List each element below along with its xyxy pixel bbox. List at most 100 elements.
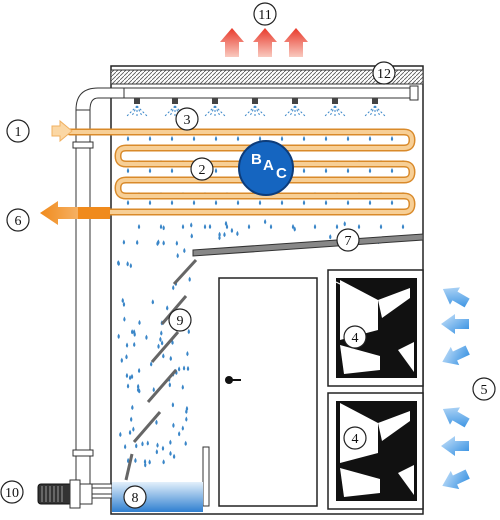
water-drop bbox=[335, 224, 339, 230]
svg-text:2: 2 bbox=[199, 163, 206, 178]
water-drop bbox=[126, 136, 130, 142]
water-drop bbox=[230, 227, 234, 233]
water-drop bbox=[293, 226, 296, 232]
water-drop bbox=[125, 372, 129, 379]
water-drop bbox=[143, 458, 147, 465]
water-drop bbox=[129, 263, 133, 269]
svg-text:3: 3 bbox=[184, 113, 191, 128]
air-intake-arrow bbox=[441, 314, 469, 334]
spray-header-pipe bbox=[123, 87, 417, 99]
water-drop bbox=[218, 231, 221, 237]
spray-nozzle bbox=[324, 98, 346, 117]
water-drop bbox=[123, 316, 126, 322]
water-drop bbox=[168, 382, 172, 388]
water-drop bbox=[125, 342, 129, 348]
water-drop bbox=[145, 334, 148, 340]
water-drop bbox=[185, 405, 189, 412]
water-drop bbox=[130, 329, 134, 335]
water-drop bbox=[203, 224, 207, 230]
water-drop bbox=[126, 383, 130, 389]
water-drop bbox=[346, 136, 350, 142]
exhaust-arrows bbox=[220, 28, 308, 57]
callout-9: 9 bbox=[168, 308, 192, 332]
water-drop bbox=[169, 450, 172, 456]
callout-4-lower: 4 bbox=[343, 426, 367, 450]
water-drop bbox=[181, 384, 184, 390]
svg-text:4: 4 bbox=[352, 432, 359, 447]
water-drop bbox=[126, 168, 130, 174]
water-drop bbox=[129, 416, 133, 422]
air-intake-arrow bbox=[442, 287, 470, 308]
water-drop bbox=[188, 276, 191, 282]
water-drop bbox=[170, 200, 174, 206]
air-intake-arrow bbox=[441, 436, 469, 456]
water-drop bbox=[123, 444, 127, 450]
water-drop bbox=[247, 224, 251, 230]
svg-text:5: 5 bbox=[481, 383, 488, 398]
water-drop bbox=[135, 239, 139, 245]
spray-nozzle bbox=[244, 98, 266, 117]
water-drop bbox=[155, 419, 158, 425]
water-drop bbox=[190, 222, 193, 228]
water-drop bbox=[368, 168, 372, 174]
water-drop bbox=[280, 200, 284, 206]
water-drop bbox=[346, 168, 350, 174]
access-door bbox=[218, 277, 318, 507]
water-drop bbox=[152, 386, 155, 393]
water-drop bbox=[190, 233, 193, 239]
bac-logo: B A C bbox=[238, 140, 294, 196]
water-drop bbox=[165, 305, 169, 311]
water-drop bbox=[236, 200, 240, 206]
water-drop bbox=[357, 224, 361, 230]
fan-lower bbox=[327, 392, 424, 510]
heat-exchange-coil bbox=[56, 128, 416, 216]
svg-text:11: 11 bbox=[258, 8, 271, 23]
water-drop bbox=[302, 136, 306, 142]
callout-3: 3 bbox=[175, 107, 199, 131]
water-drop bbox=[182, 365, 186, 371]
water-drop bbox=[130, 373, 134, 380]
water-drop bbox=[169, 355, 172, 361]
air-intake-arrow bbox=[442, 407, 470, 428]
water-drop bbox=[214, 200, 218, 206]
water-drop bbox=[157, 239, 160, 245]
callout-11: 11 bbox=[253, 2, 277, 26]
water-drop bbox=[162, 240, 165, 246]
water-drop bbox=[161, 445, 165, 451]
inlet-arrow bbox=[51, 119, 73, 143]
spray-nozzles bbox=[126, 98, 386, 117]
spray-nozzle bbox=[126, 98, 148, 117]
water-drop bbox=[346, 200, 350, 206]
water-drop bbox=[156, 442, 159, 448]
water-drop bbox=[172, 285, 175, 291]
water-drop bbox=[132, 426, 135, 432]
water-drop bbox=[236, 230, 239, 237]
svg-text:7: 7 bbox=[345, 234, 352, 249]
water-drop bbox=[184, 440, 187, 446]
water-drop bbox=[192, 136, 196, 142]
water-drop bbox=[162, 353, 165, 359]
water-drop bbox=[302, 200, 306, 206]
svg-text:8: 8 bbox=[132, 491, 139, 506]
water-drop bbox=[258, 136, 262, 142]
water-drop bbox=[185, 416, 188, 422]
air-intake-arrow bbox=[442, 469, 470, 490]
water-drop bbox=[187, 328, 191, 335]
water-drop bbox=[324, 200, 328, 206]
svg-text:4: 4 bbox=[352, 331, 359, 346]
callout-6: 6 bbox=[6, 208, 30, 232]
callout-7: 7 bbox=[336, 228, 360, 252]
water-drop bbox=[160, 340, 164, 346]
spray-nozzle bbox=[204, 98, 226, 117]
water-drop bbox=[186, 365, 190, 372]
water-drop bbox=[160, 330, 163, 336]
callout-5: 5 bbox=[472, 377, 496, 401]
water-drop bbox=[224, 220, 228, 226]
water-drop bbox=[280, 136, 284, 142]
water-drop bbox=[291, 224, 295, 230]
water-drop bbox=[183, 247, 186, 254]
water-drop bbox=[126, 261, 129, 267]
water-drop bbox=[117, 260, 120, 266]
water-drop bbox=[122, 239, 126, 245]
